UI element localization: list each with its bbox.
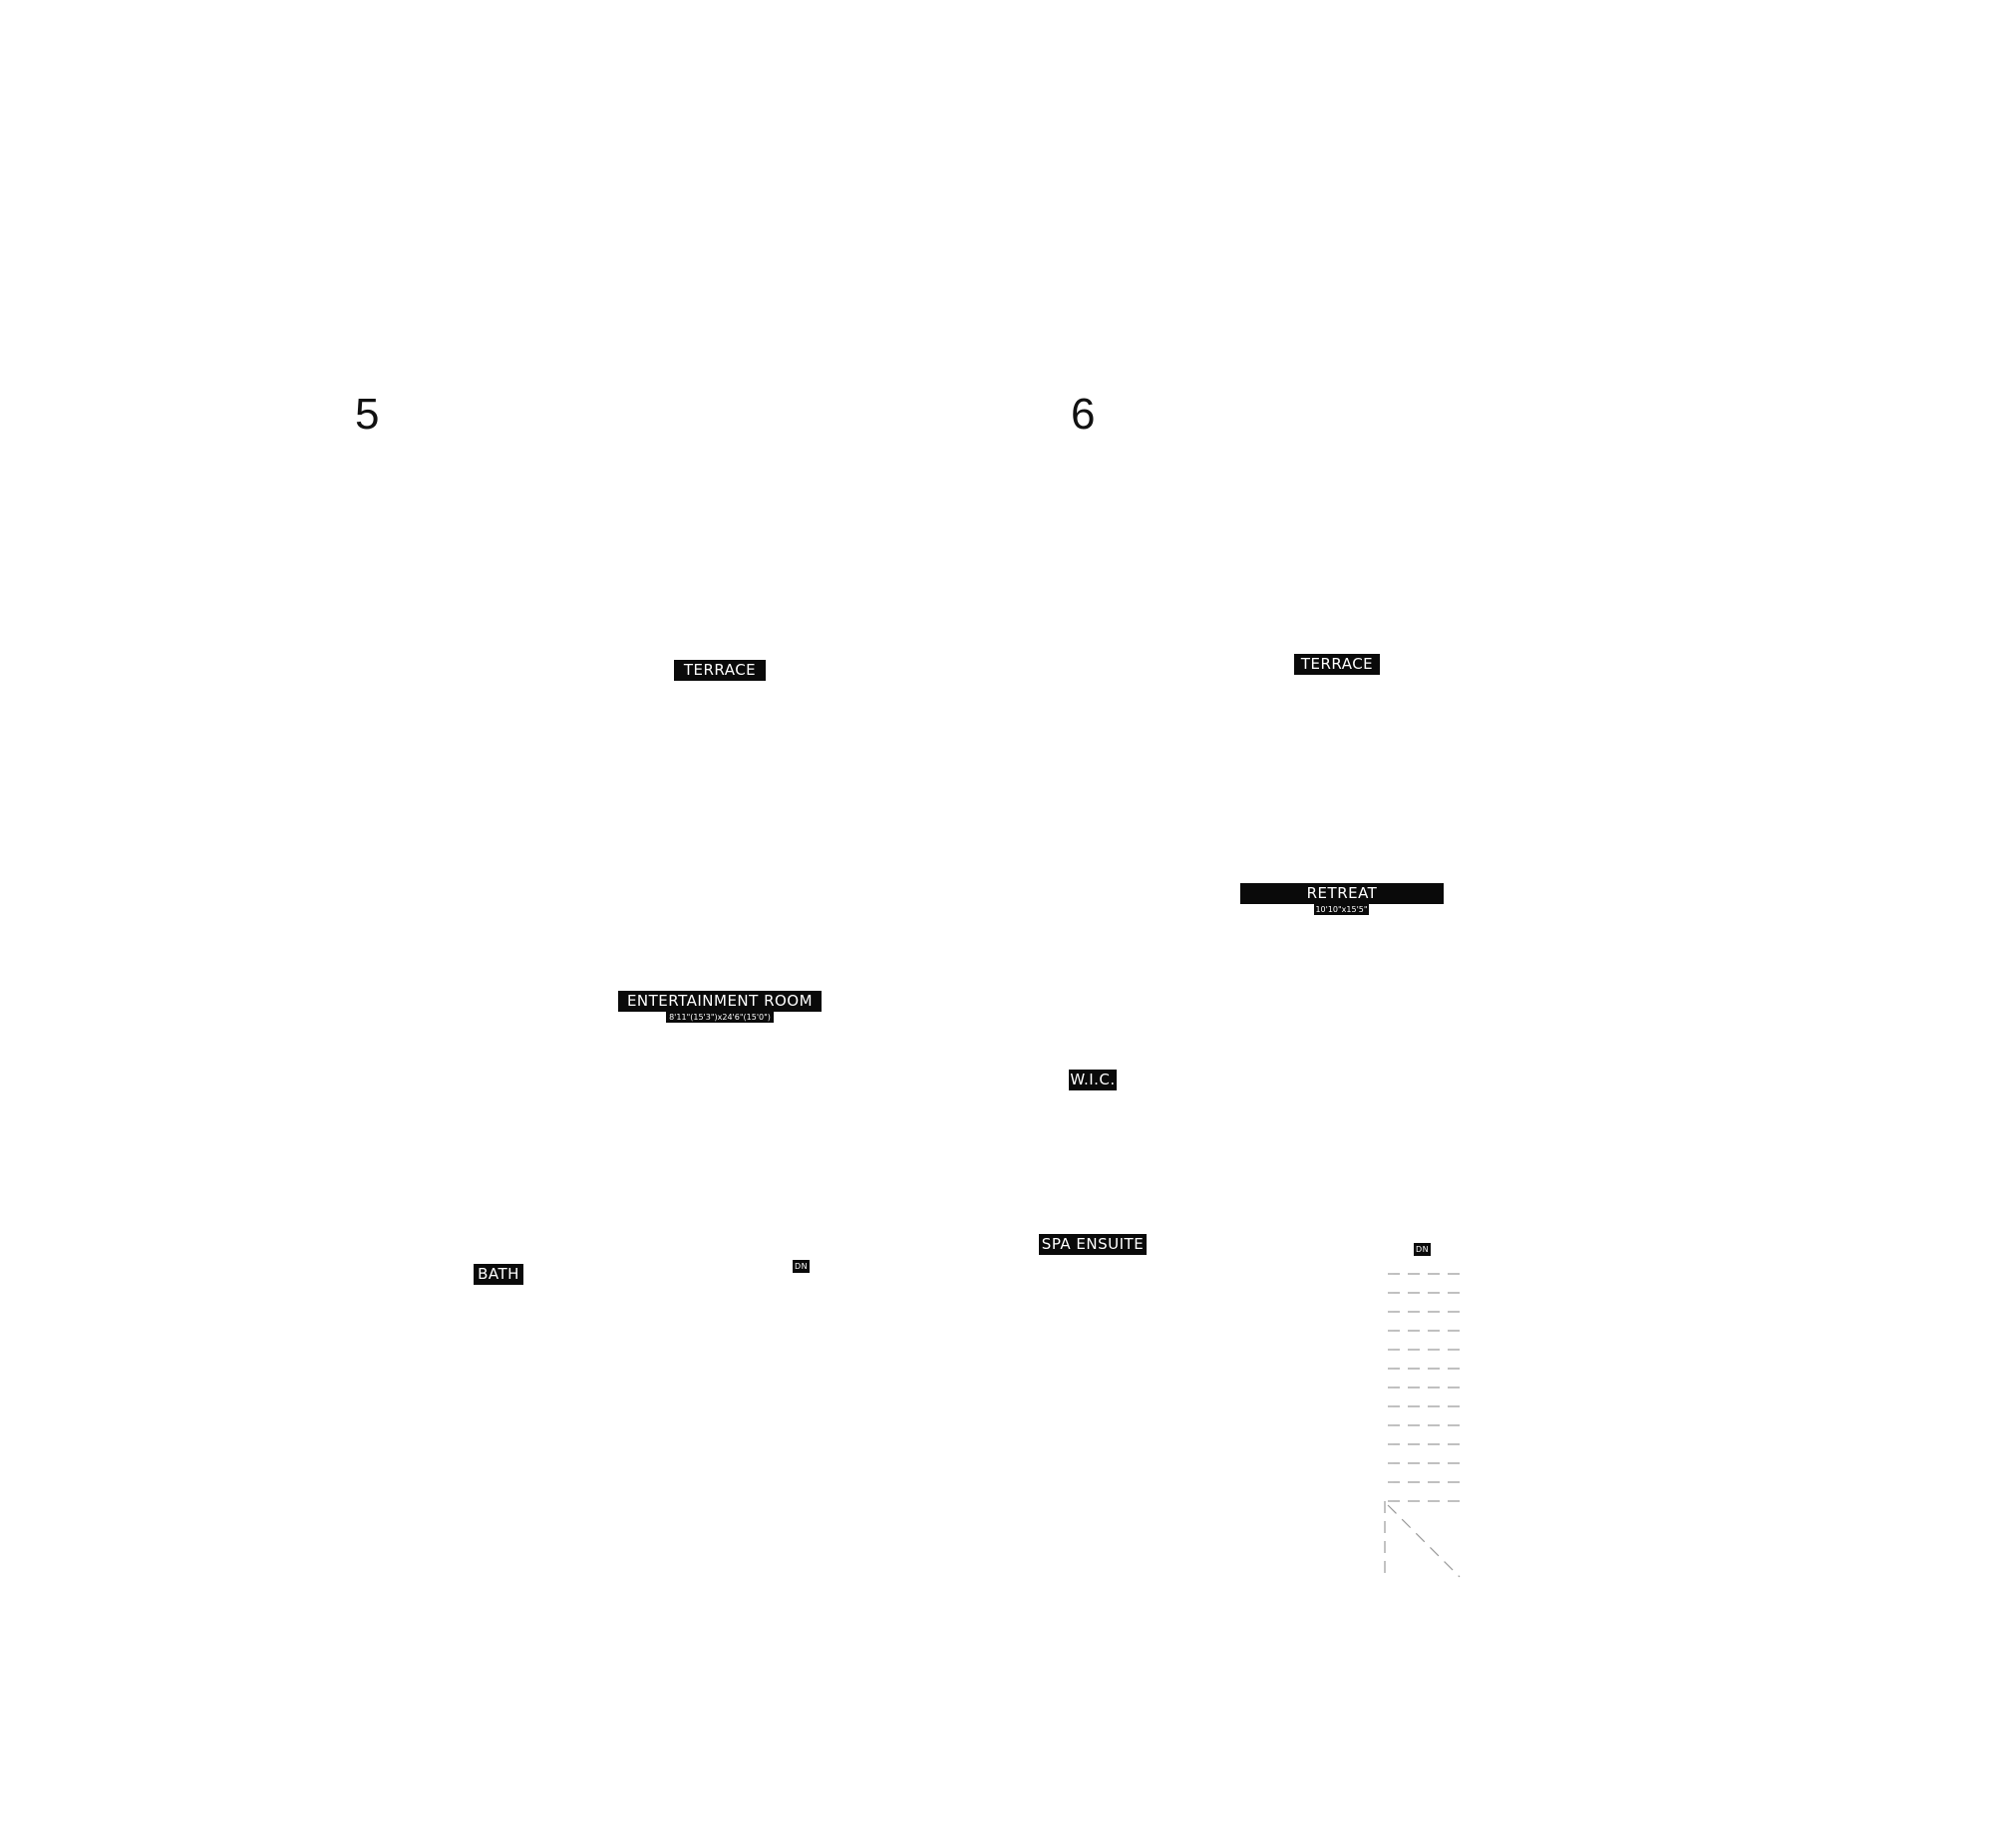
level-6-retreat-dimensions: 10'10"x15'5" xyxy=(1314,904,1369,915)
level-6-spa-ensuite-label: SPA ENSUITE xyxy=(1039,1234,1147,1255)
level-5-bath-label: BATH xyxy=(474,1264,523,1285)
level-6-stair-treads xyxy=(1384,1273,1461,1578)
level-6-terrace-label: TERRACE xyxy=(1294,654,1380,675)
level-6-stair-down-label: DN xyxy=(1414,1243,1432,1256)
level-6-number: 6 xyxy=(1071,390,1096,439)
level-5-number: 5 xyxy=(355,390,380,439)
level-5-entertainment-room-label: ENTERTAINMENT ROOM xyxy=(618,991,822,1012)
level-6-retreat-label: RETREAT xyxy=(1240,883,1444,904)
level-5-stair-down-label: DN xyxy=(793,1260,811,1273)
level-5-entertainment-room-dimensions: 8'11"(15'3")x24'6"(15'0") xyxy=(666,1012,774,1023)
level-5-terrace-label: TERRACE xyxy=(674,660,766,681)
level-6-wic-label: W.I.C. xyxy=(1069,1070,1117,1090)
stair-landing-diagonal xyxy=(1387,1504,1461,1578)
